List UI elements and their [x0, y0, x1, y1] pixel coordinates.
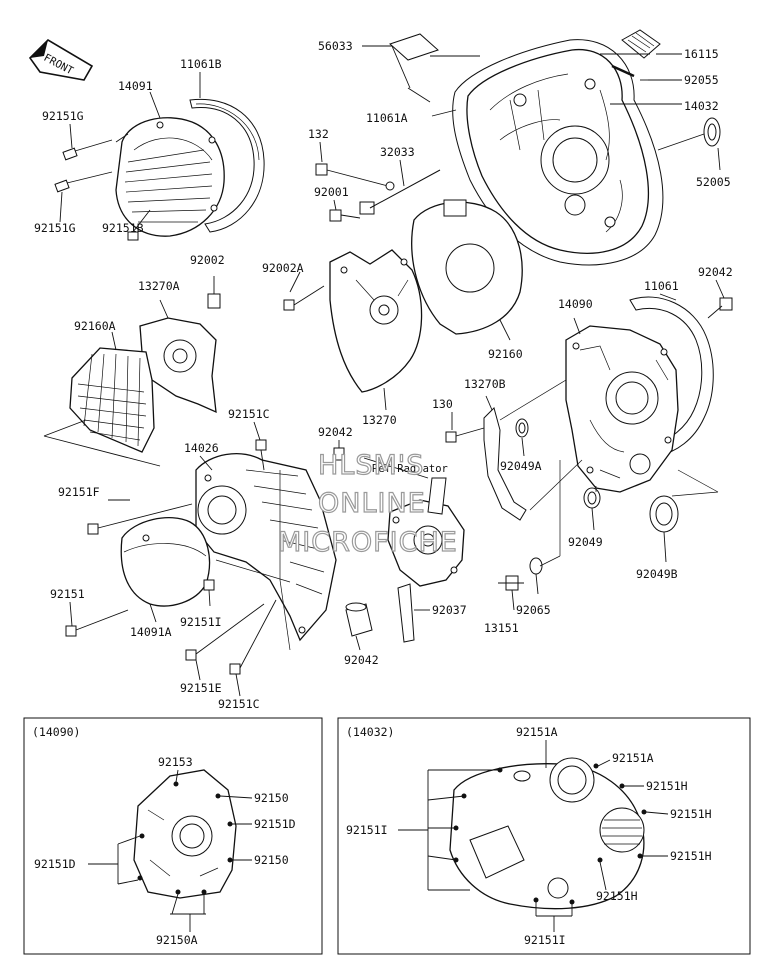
ref-radiator-note: Ref.Radiator: [372, 463, 448, 475]
inset-right-label-92151H-d: 92151H: [596, 889, 638, 903]
label-130: 130: [432, 397, 453, 411]
bolt-132-drawing: [315, 163, 441, 222]
water-pump-cover-drawing: [363, 457, 465, 587]
label-92151E: 92151E: [180, 681, 222, 695]
washer-92065-drawing: [529, 557, 543, 595]
label-14032: 14032: [684, 99, 719, 113]
plate-92160-drawing: [411, 199, 523, 341]
guard-92160A-drawing: [43, 331, 161, 467]
label-52005: 52005: [696, 175, 731, 189]
cover-14091A-drawing: [120, 517, 211, 623]
inset-14090-title: (14090): [32, 725, 80, 739]
label-plate-drawing: [389, 33, 480, 103]
inset-14032: (14032) 92151A 92151A 92151H 92151H 9215…: [337, 717, 751, 955]
label-14090: 14090: [558, 297, 593, 311]
cover-14091-drawing: [54, 98, 265, 241]
label-92049: 92049: [568, 535, 603, 549]
label-14026: 14026: [184, 441, 219, 455]
label-92151G-b: 92151G: [34, 221, 76, 235]
label-13151: 13151: [484, 621, 519, 635]
cover-14032-drawing: [452, 29, 721, 266]
inset-left-label-92150A: 92150A: [156, 933, 198, 947]
plate-13270A-drawing: [139, 276, 221, 414]
label-92151C-a: 92151C: [228, 407, 270, 421]
inset-right-label-92151H-a: 92151H: [646, 779, 688, 793]
label-11061A: 11061A: [366, 111, 408, 125]
watermark: HLSM'S ONLINE MICROFICHE: [277, 449, 458, 558]
inset-right-label-92151H-c: 92151H: [670, 849, 712, 863]
label-92160: 92160: [488, 347, 523, 361]
inset-14090: (14090) 92153 92150 92151D 92151D 92150 …: [23, 717, 323, 955]
inset-right-label-92151A-a: 92151A: [516, 725, 558, 739]
label-92037: 92037: [432, 603, 467, 617]
label-92049A: 92049A: [500, 459, 542, 473]
label-13270A: 13270A: [138, 279, 180, 293]
label-92151F: 92151F: [58, 485, 100, 499]
label-92001: 92001: [314, 185, 349, 199]
inset-right-label-92151H-b: 92151H: [670, 807, 712, 821]
watermark-line-3: MICROFICHE: [278, 527, 458, 558]
watermark-line-1: HLSM'S: [318, 450, 424, 481]
seal-92049A-drawing: [515, 418, 529, 457]
label-92042-c: 92042: [344, 653, 379, 667]
sensor-13151-drawing: [498, 575, 524, 611]
label-13270: 13270: [362, 413, 397, 427]
plate-13270-drawing: [329, 249, 423, 411]
inset-right-label-92151I-a: 92151I: [346, 823, 388, 837]
label-92151G-a: 92151G: [42, 109, 84, 123]
bracket-13270B-drawing: [483, 379, 583, 521]
inset-left-label-92153: 92153: [158, 755, 193, 769]
inset-right-label-92151I-b: 92151I: [524, 933, 566, 947]
bracket-92037-drawing: [397, 583, 430, 643]
label-32033: 32033: [380, 145, 415, 159]
seal-92049B-drawing: [649, 495, 679, 563]
label-92151B: 92151B: [102, 221, 144, 235]
label-92055: 92055: [684, 73, 719, 87]
inset-left-label-92151D-a: 92151D: [254, 817, 296, 831]
collar-92042-drawing: [345, 602, 373, 651]
label-92160A: 92160A: [74, 319, 116, 333]
label-11061B: 11061B: [180, 57, 222, 71]
label-92151C-b: 92151C: [218, 697, 260, 711]
inset-left-label-92150-a: 92150: [254, 791, 289, 805]
inset-right-label-92151A-b: 92151A: [612, 751, 654, 765]
watermark-line-2: ONLINE: [318, 488, 426, 519]
seal-92049-drawing: [583, 487, 601, 531]
case-14090-drawing: [565, 296, 733, 493]
label-132: 132: [308, 127, 329, 141]
inset-14032-title: (14032): [346, 725, 394, 739]
inset-left-label-92151D-b: 92151D: [34, 857, 76, 871]
label-14091: 14091: [118, 79, 153, 93]
label-92151: 92151: [50, 587, 85, 601]
cover-14026-drawing: [195, 453, 337, 642]
label-92151I-a: 92151I: [180, 615, 222, 629]
label-92042-b: 92042: [318, 425, 353, 439]
collar-92042-top-drawing: [333, 440, 345, 461]
label-92002: 92002: [190, 253, 225, 267]
label-92002A: 92002A: [262, 261, 304, 275]
front-arrow-icon: FRONT: [28, 38, 94, 81]
label-92065: 92065: [516, 603, 551, 617]
label-56033: 56033: [318, 39, 353, 53]
label-92042-a: 92042: [698, 265, 733, 279]
label-13270B: 13270B: [464, 377, 506, 391]
label-92049B: 92049B: [636, 567, 678, 581]
inset-left-label-92150-b: 92150: [254, 853, 289, 867]
label-16115: 16115: [684, 47, 719, 61]
label-14091A: 14091A: [130, 625, 172, 639]
label-11061: 11061: [644, 279, 679, 293]
